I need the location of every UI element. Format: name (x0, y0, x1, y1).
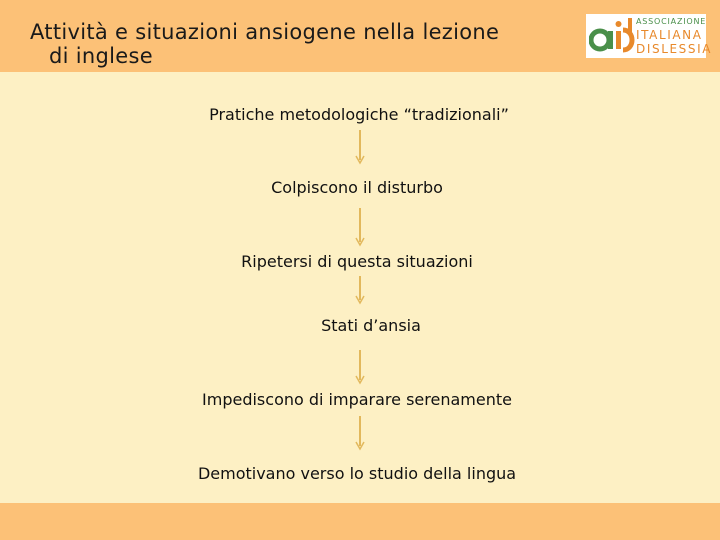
aid-logo: ASSOCIAZIONE ITALIANA DISLESSIA (586, 14, 710, 58)
flow-step-2: Colpiscono il disturbo (271, 178, 443, 197)
slide-title-line-1: Attività e situazioni ansiogene nella le… (30, 20, 500, 44)
flow-step-3: Ripetersi di questa situazioni (241, 252, 473, 271)
logo-text-dislessia: DISLESSIA (636, 42, 713, 56)
logo-text-associazione: ASSOCIAZIONE (636, 17, 707, 26)
flow-step-6: Demotivano verso lo studio della lingua (197, 464, 517, 483)
flow-step-1: Pratiche metodologiche “tradizionali” (209, 105, 509, 124)
aid-logo-mark (589, 18, 635, 53)
logo-text-italiana: ITALIANA (636, 28, 703, 42)
arrow-down-icon (355, 130, 365, 165)
flow-step-5: Impediscono di imparare serenamente (202, 390, 512, 409)
arrow-down-icon (355, 350, 365, 385)
flow-step-4: Stati d’ansia (321, 316, 421, 335)
slide-title-line-2: di inglese (49, 44, 153, 68)
slide-title: Attività e situazioni ansiogene nella le… (30, 20, 499, 68)
arrow-down-icon (355, 276, 365, 305)
footer-band (0, 503, 720, 540)
arrow-down-icon (355, 416, 365, 451)
arrow-down-icon (355, 208, 365, 247)
